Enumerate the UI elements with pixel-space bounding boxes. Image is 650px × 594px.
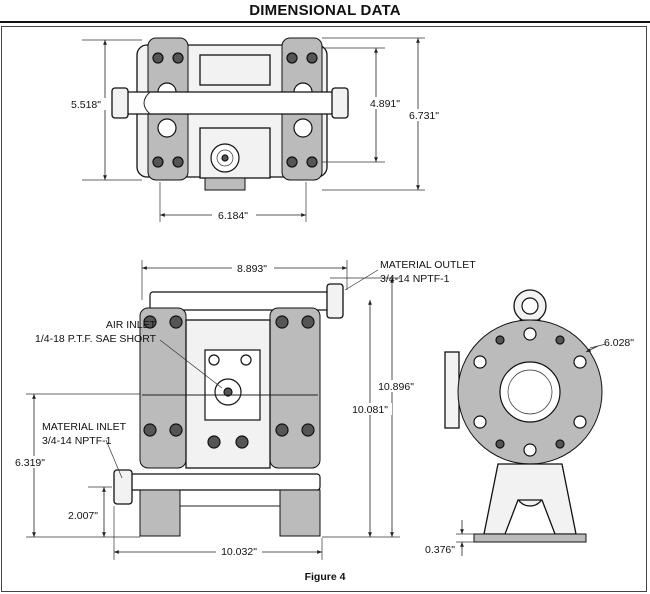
front-right-chamber (269, 307, 321, 469)
front-view (113, 283, 344, 537)
front-outlet-port (326, 283, 344, 319)
drawing-frame (1, 26, 647, 592)
page-title: DIMENSIONAL DATA (249, 2, 401, 19)
top-view-base (204, 177, 246, 191)
front-inlet-center-label: 2.007" (68, 510, 98, 522)
side-width-label: 6.028" (604, 337, 634, 349)
front-height-outlet-label: 10.081" (352, 404, 388, 416)
material-outlet-spec: 3/4-14 NPTF-1 (380, 273, 450, 285)
front-left-chamber (139, 307, 187, 469)
front-base-width-label: 10.032" (221, 546, 257, 558)
front-view-dimensions: 8.893" 10.032" 10.896" 10.081" 6.319" 2.… (8, 259, 476, 560)
top-view-right-port (331, 87, 349, 119)
top-height-inner-label: 4.891" (370, 98, 400, 110)
top-view (111, 37, 349, 191)
front-height-inlet-label: 6.319" (15, 457, 45, 469)
side-base-height-label: 0.376" (425, 544, 455, 556)
top-height-left-label: 5.518" (71, 99, 101, 111)
side-center-hub (499, 361, 561, 423)
side-view-dimensions: 6.028" 0.376" (425, 337, 634, 556)
air-inlet-spec: 1/4-18 P.T.F. SAE SHORT (35, 333, 157, 345)
front-right-foot (279, 489, 321, 537)
top-view-manifold (117, 91, 349, 115)
side-air-block (444, 351, 460, 429)
side-bolts (473, 327, 587, 457)
material-inlet-label: MATERIAL INLET (42, 421, 127, 433)
side-view (444, 289, 603, 543)
side-stand (483, 463, 577, 535)
front-height-overall-label: 10.896" (378, 381, 414, 393)
top-view-dimensions: 6.184" 5.518" 4.891" 6.731" (68, 37, 445, 222)
front-left-foot (139, 489, 181, 537)
side-base-plate (473, 533, 587, 543)
figure-caption: Figure 4 (305, 571, 346, 583)
top-width-label: 6.184" (218, 210, 248, 222)
top-height-outer-label: 6.731" (409, 110, 439, 122)
front-bolts (143, 315, 315, 449)
front-overall-width-label: 8.893" (237, 263, 267, 275)
material-outlet-label: MATERIAL OUTLET (380, 259, 476, 271)
top-view-center-block (199, 54, 271, 86)
top-view-left-port (111, 87, 129, 119)
material-inlet-spec: 3/4-14 NPTF-1 (42, 435, 112, 447)
front-outlet-manifold (149, 291, 336, 311)
front-inlet-manifold (129, 473, 321, 491)
title-rule (0, 21, 650, 23)
air-inlet-label: AIR INLET (106, 319, 157, 331)
front-inlet-port (113, 469, 133, 505)
